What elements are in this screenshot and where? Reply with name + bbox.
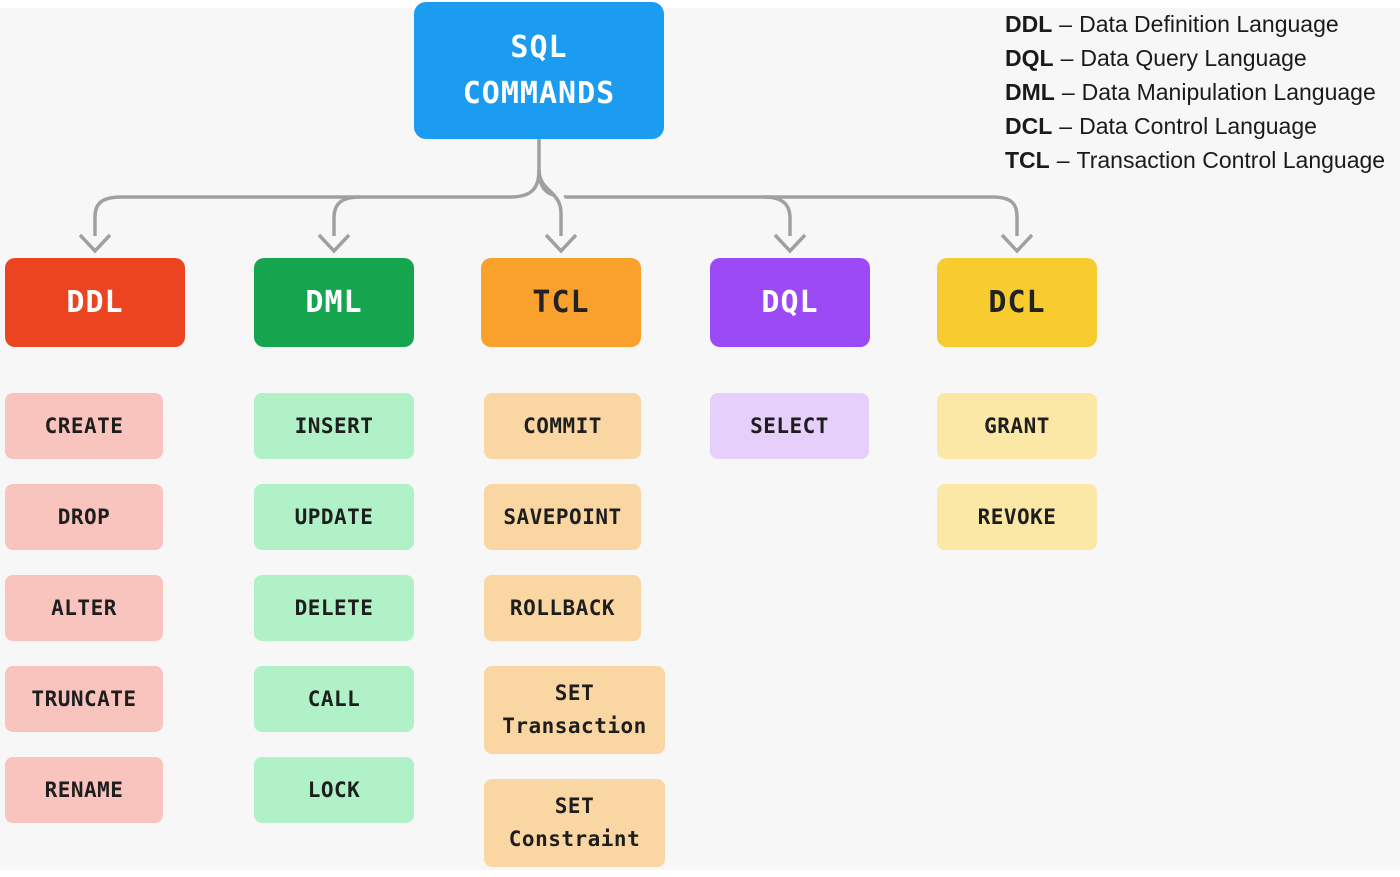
command-list-tcl: COMMIT SAVEPOINT ROLLBACK SET Transactio… <box>484 393 665 867</box>
command-node-set-constraint: SET Constraint <box>484 779 665 867</box>
legend-dash: – <box>1059 11 1073 37</box>
bottom-margin-band <box>0 870 1400 877</box>
legend-name: Data Manipulation Language <box>1081 79 1376 105</box>
category-node-tcl: TCL <box>481 258 641 347</box>
command-node-select: SELECT <box>710 393 869 459</box>
connector-branch-tcl <box>537 169 563 236</box>
command-node-grant: GRANT <box>937 393 1097 459</box>
command-node-create: CREATE <box>5 393 163 459</box>
legend-name: Transaction Control Language <box>1076 147 1386 173</box>
legend-item-ddl: DDL–Data Definition Language <box>1005 7 1385 41</box>
legend-dash: – <box>1056 147 1070 173</box>
legend-abbr: DCL <box>1005 113 1053 139</box>
category-column-dql: DQL SELECT <box>710 258 870 459</box>
category-node-dql: DQL <box>710 258 870 347</box>
legend-abbr: TCL <box>1005 147 1050 173</box>
command-node-update: UPDATE <box>254 484 414 550</box>
arrowhead-dql <box>773 233 807 254</box>
command-list-dcl: GRANT REVOKE <box>937 393 1097 550</box>
root-label-line1: SQL <box>510 29 568 65</box>
command-node-revoke: REVOKE <box>937 484 1097 550</box>
command-node-commit: COMMIT <box>484 393 641 459</box>
command-node-delete: DELETE <box>254 575 414 641</box>
category-column-tcl: TCL COMMIT SAVEPOINT ROLLBACK SET Transa… <box>481 258 665 867</box>
legend-item-tcl: TCL–Transaction Control Language <box>1005 143 1385 177</box>
connector-rail-right <box>537 169 1019 236</box>
command-node-rollback: ROLLBACK <box>484 575 641 641</box>
arrowhead-tcl <box>544 233 578 254</box>
category-column-dml: DML INSERT UPDATE DELETE CALL LOCK <box>254 258 414 823</box>
command-node-savepoint: SAVEPOINT <box>484 484 641 550</box>
root-label-line2: COMMANDS <box>462 75 616 111</box>
category-column-dcl: DCL GRANT REVOKE <box>937 258 1097 550</box>
command-node-insert: INSERT <box>254 393 414 459</box>
connector-branch-tcl-casing <box>550 185 566 207</box>
legend-dash: – <box>1061 79 1075 105</box>
category-node-dcl: DCL <box>937 258 1097 347</box>
category-node-dml: DML <box>254 258 414 347</box>
command-node-rename: RENAME <box>5 757 163 823</box>
legend-dash: – <box>1060 45 1074 71</box>
legend: DDL–Data Definition Language DQL–Data Qu… <box>1005 7 1385 177</box>
command-node-alter: ALTER <box>5 575 163 641</box>
command-node-drop: DROP <box>5 484 163 550</box>
category-node-ddl: DDL <box>5 258 185 347</box>
command-node-call: CALL <box>254 666 414 732</box>
legend-name: Data Query Language <box>1080 45 1307 71</box>
legend-item-dql: DQL–Data Query Language <box>1005 41 1385 75</box>
legend-abbr: DQL <box>1005 45 1054 71</box>
connector-branch-dml <box>332 195 361 236</box>
command-list-dql: SELECT <box>710 393 869 459</box>
legend-name: Data Control Language <box>1079 113 1317 139</box>
legend-abbr: DML <box>1005 79 1055 105</box>
command-list-ddl: CREATE DROP ALTER TRUNCATE RENAME <box>5 393 163 823</box>
command-list-dml: INSERT UPDATE DELETE CALL LOCK <box>254 393 414 823</box>
legend-item-dcl: DCL–Data Control Language <box>1005 109 1385 143</box>
connector-rail-left <box>93 169 541 236</box>
connector-branch-dql <box>763 195 792 236</box>
root-node-sql-commands: SQL COMMANDS <box>414 2 664 139</box>
arrowhead-dcl <box>1000 233 1034 254</box>
command-node-set-transaction: SET Transaction <box>484 666 665 754</box>
arrowhead-dml <box>317 233 351 254</box>
legend-name: Data Definition Language <box>1079 11 1339 37</box>
legend-abbr: DDL <box>1005 11 1053 37</box>
legend-item-dml: DML–Data Manipulation Language <box>1005 75 1385 109</box>
arrowhead-ddl <box>78 233 112 254</box>
category-column-ddl: DDL CREATE DROP ALTER TRUNCATE RENAME <box>5 258 185 823</box>
top-margin-band <box>0 0 1400 8</box>
command-node-lock: LOCK <box>254 757 414 823</box>
command-node-truncate: TRUNCATE <box>5 666 163 732</box>
legend-dash: – <box>1059 113 1073 139</box>
